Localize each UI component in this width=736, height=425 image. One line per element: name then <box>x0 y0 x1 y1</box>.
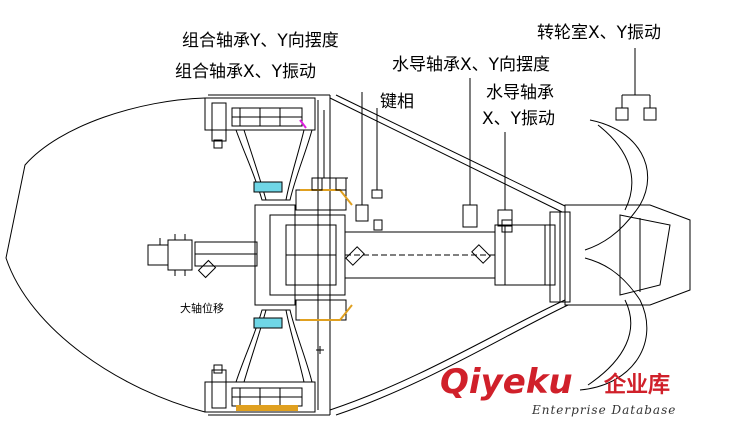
label-keyphasor: 键相 <box>380 92 414 112</box>
generator-body <box>254 189 353 321</box>
label-water-guide-line2: X、Y振动 <box>482 109 555 129</box>
runner-propeller <box>549 119 691 391</box>
lower-housing <box>204 369 316 413</box>
annotation-marks <box>213 139 324 374</box>
watermark-brand: Qiyeku <box>440 362 573 402</box>
label-combined-bearing-swing: 组合轴承Y、Y向摆度 <box>182 31 339 51</box>
label-water-guide-line1: 水导轴承 <box>486 83 554 103</box>
sensor-water-guide-bearing <box>462 78 513 264</box>
lower-support <box>235 309 313 383</box>
upper-housing <box>204 97 316 142</box>
watermark-logo: Qiyeku 企业库 Enterprise Database <box>440 362 676 417</box>
label-water-guide-swing: 水导轴承X、Y向摆度 <box>392 55 550 75</box>
upper-support <box>235 129 313 201</box>
shaft-displacement-sensor <box>147 234 217 279</box>
watermark-brand-cn: 企业库 <box>603 372 670 398</box>
sensor-runner-chamber <box>615 48 657 121</box>
label-combined-bearing-vibration: 组合轴承X、Y振动 <box>175 62 316 82</box>
main-shaft <box>194 224 556 286</box>
watermark-subtitle: Enterprise Database <box>531 403 676 417</box>
label-runner-chamber: 转轮室X、Y振动 <box>537 23 661 43</box>
label-shaft-displacement: 大轴位移 <box>180 301 224 315</box>
casing-taper <box>329 94 569 416</box>
sensor-combined-bearing <box>311 92 383 266</box>
